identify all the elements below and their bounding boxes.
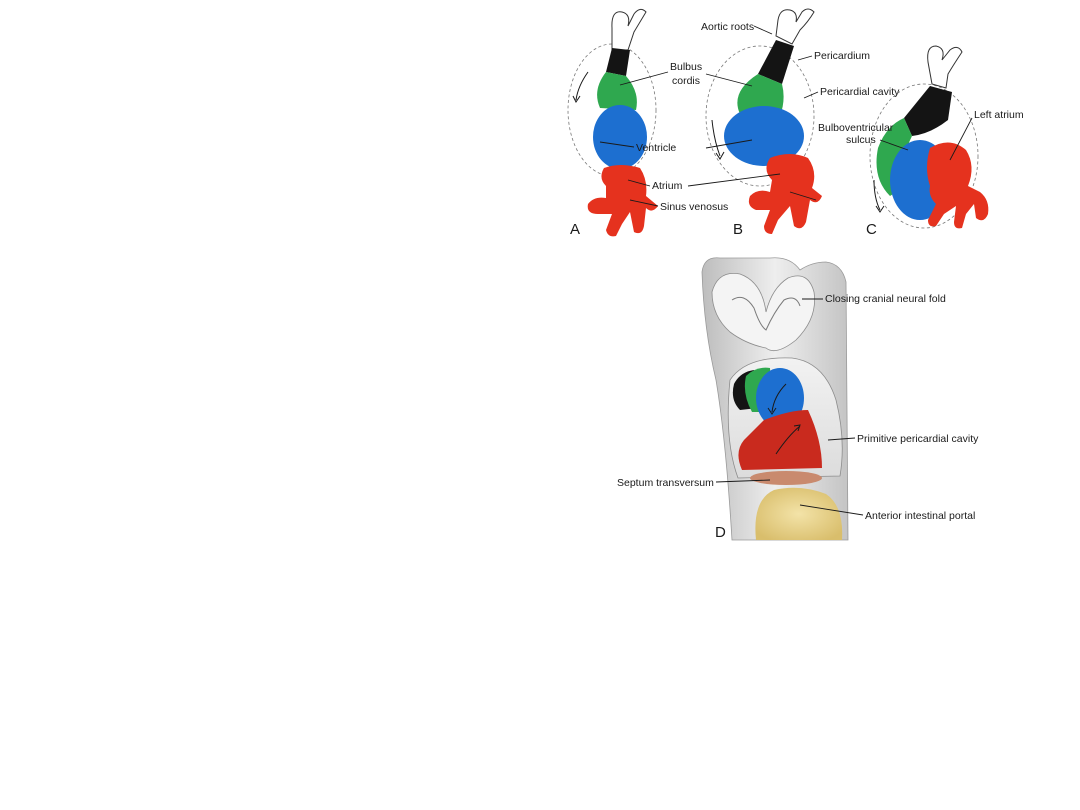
panel-d-arrow-ventricle [771,383,787,413]
panel-c-aortic-roots [927,45,963,89]
panel-a-outflow-segment [606,48,630,76]
panel-b-leader-atrium [687,173,781,187]
panel-c-leader-left-atrium [949,117,973,161]
panel-b-ventricle [724,106,804,166]
panel-d-label-neural-fold: Closing cranial neural fold [825,293,946,305]
panel-b-atrium [748,154,822,234]
panel-d-leader-pericardial-cavity [827,437,856,441]
panel-b-leader-ventricle [705,139,753,149]
panel-a-label-bulbus: Bulbus [670,61,702,73]
panel-a-leader-atrium [627,179,651,187]
panel-a-ventricle [593,105,647,169]
panel-c-label-bulboventricular: Bulboventricular [818,122,894,134]
panel-d-label-septum-transversum: Septum transversum [617,477,714,489]
panel-d-letter: D [715,524,726,541]
panel-b: Aortic roots Pericardium Pericardial cav… [687,8,900,238]
panel-d-label-pericardial-cavity: Primitive pericardial cavity [857,433,979,445]
panel-c-outflow-segment [904,86,952,136]
panel-d-arrowhead-2 [793,424,801,432]
panel-a-aortic-roots [611,8,647,51]
panel-c-leader-sulcus [879,139,909,151]
panel-d-anterior-intestinal-portal [755,487,843,540]
panel-d-leader-septum [715,479,771,483]
panel-a-label-atrium: Atrium [652,180,683,192]
panel-b-rotation-arrow [711,119,721,157]
panel-c-letter: C [866,221,877,238]
panel-d-label-intestinal-portal: Anterior intestinal portal [865,510,975,522]
panel-a-leader-bulbus [619,71,669,86]
panel-c-bulbus-cordis [876,118,912,196]
panel-a-rotation-arrow [575,71,589,101]
panel-b-pericardium-outline [705,45,815,187]
panel-b-label-pericardium: Pericardium [814,50,870,62]
panel-a-leader-sinus [629,199,659,207]
panel-b-aortic-roots [775,8,815,45]
panel-b-label-pericardial-cavity: Pericardial cavity [820,86,900,98]
panel-d-arrowhead-1 [767,407,777,415]
panel-b-leader-sinus [789,191,817,201]
panel-a-label-cordis: cordis [672,75,700,87]
panel-a-leader-ventricle [599,141,635,148]
panel-a-letter: A [570,221,580,238]
panel-a-arrowhead [572,95,581,103]
panel-b-leader-pericardium [797,55,813,61]
panel-c: Bulboventricular sulcus Left atrium C [818,45,1024,238]
panel-d-leader-portal [799,504,864,516]
panel-d-arrow-atrium [775,425,801,455]
panel-b-letter: B [733,221,743,238]
panel-b-outflow-segment [758,40,794,84]
panel-d-neural-groove [731,296,801,331]
panel-c-pericardium-outline [869,83,979,229]
panel-b-leader-bulbus [705,73,753,87]
panel-a-bulbus-cordis [597,72,637,110]
panel-a-label-ventricle: Ventricle [636,142,676,154]
panel-d-cranial-neural-fold [711,273,815,352]
panel-c-rotation-arrow [873,179,881,211]
panel-a-atrium [587,165,658,237]
panel-b-leader-pericardial-cavity [803,91,819,99]
panel-b-leader-aortic-roots [753,25,773,35]
panel-b-arrowhead [715,151,725,160]
panel-d-atrium [738,410,822,470]
panel-b-label-aortic-roots: Aortic roots [701,21,754,33]
panel-a: Bulbus cordis Ventricle Atrium Sinus ven… [567,8,728,238]
panel-b-bulbus-cordis [737,74,784,116]
panel-c-arrowhead [875,205,885,213]
panel-a-label-sinus-venosus: Sinus venosus [660,201,728,213]
panel-c-atrium [927,142,989,229]
panel-c-label-left-atrium: Left atrium [974,109,1024,121]
panel-d-septum-transversum [750,471,822,485]
panel-d: Closing cranial neural fold Primitive pe… [617,257,979,541]
panel-c-label-sulcus: sulcus [846,134,876,146]
